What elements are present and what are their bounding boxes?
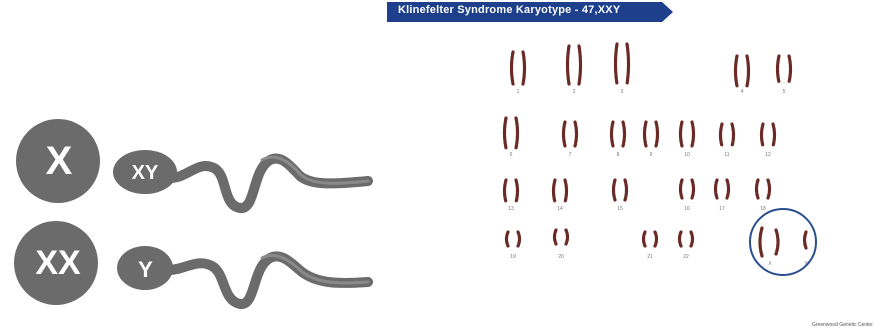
chromosome-label-18: 18 <box>760 206 766 212</box>
chromosome-label-6: 6 <box>510 152 513 158</box>
chromosome-label-4: 4 <box>741 89 744 95</box>
credit-text: Greenwood Genetic Center <box>812 322 873 328</box>
chromosome-pair-19 <box>507 232 520 246</box>
sperm-label-y: Y <box>118 257 173 283</box>
chromosome-pair-11 <box>721 124 734 146</box>
chromosome-pair-9 <box>645 122 658 146</box>
chromosome-label-14: 14 <box>557 206 563 212</box>
chromosome-label-10: 10 <box>684 152 690 158</box>
chromosome-pair-22 <box>680 232 693 246</box>
egg-label-x: X <box>18 136 100 186</box>
chromosome-pair-5 <box>778 56 791 82</box>
sex-chromosomes-xx <box>760 228 778 256</box>
chromosome-pair-15 <box>614 180 627 200</box>
sex-chromosome-label-x: X <box>768 261 772 267</box>
egg-label-xx: XX <box>8 238 108 288</box>
chromosome-label-1: 1 <box>517 89 520 95</box>
chromosome-label-12: 12 <box>765 152 771 158</box>
chromosome-label-17: 17 <box>719 206 725 212</box>
chromosome-label-5: 5 <box>783 89 786 95</box>
chromosome-label-19: 19 <box>510 254 516 260</box>
chromosome-label-11: 11 <box>724 152 729 158</box>
chromosome-pair-13 <box>505 180 518 202</box>
chromosome-label-20: 20 <box>558 254 564 260</box>
chromosome-label-16: 16 <box>684 206 690 212</box>
chromosome-pair-6 <box>505 118 518 148</box>
chromosome-label-22: 22 <box>683 254 689 260</box>
chromosome-label-2: 2 <box>573 89 576 95</box>
chromosome-label-13: 13 <box>508 206 514 212</box>
banner-title: Klinefelter Syndrome Karyotype - 47,XXY <box>398 4 620 16</box>
karyotype-chromosomes <box>505 44 807 256</box>
chromosome-label-21: 21 <box>647 254 653 260</box>
chromosome-label-9: 9 <box>650 152 653 158</box>
chromosome-pair-10 <box>681 122 694 146</box>
chromosome-pair-16 <box>681 180 694 198</box>
sex-chromosome-y <box>805 232 807 248</box>
chromosome-pair-20 <box>555 230 568 244</box>
chromosome-label-8: 8 <box>617 152 620 158</box>
chromosome-label-3: 3 <box>621 89 624 95</box>
chromosome-pair-3 <box>616 44 629 84</box>
chromosome-pair-18 <box>757 180 770 198</box>
sperm-label-xy: XY <box>115 160 175 186</box>
chromosome-pair-2 <box>568 46 581 84</box>
chromosome-pair-4 <box>736 56 749 86</box>
chromosome-pair-14 <box>554 180 567 202</box>
chromosome-pair-21 <box>644 232 657 246</box>
chromosome-pair-17 <box>716 180 729 198</box>
chromosome-label-15: 15 <box>617 206 623 212</box>
chromosome-label-7: 7 <box>569 152 572 158</box>
chromosome-pair-7 <box>564 122 577 146</box>
chromosome-pair-12 <box>762 124 775 146</box>
chromosome-pair-8 <box>612 122 625 146</box>
chromosome-pair-1 <box>512 52 525 84</box>
